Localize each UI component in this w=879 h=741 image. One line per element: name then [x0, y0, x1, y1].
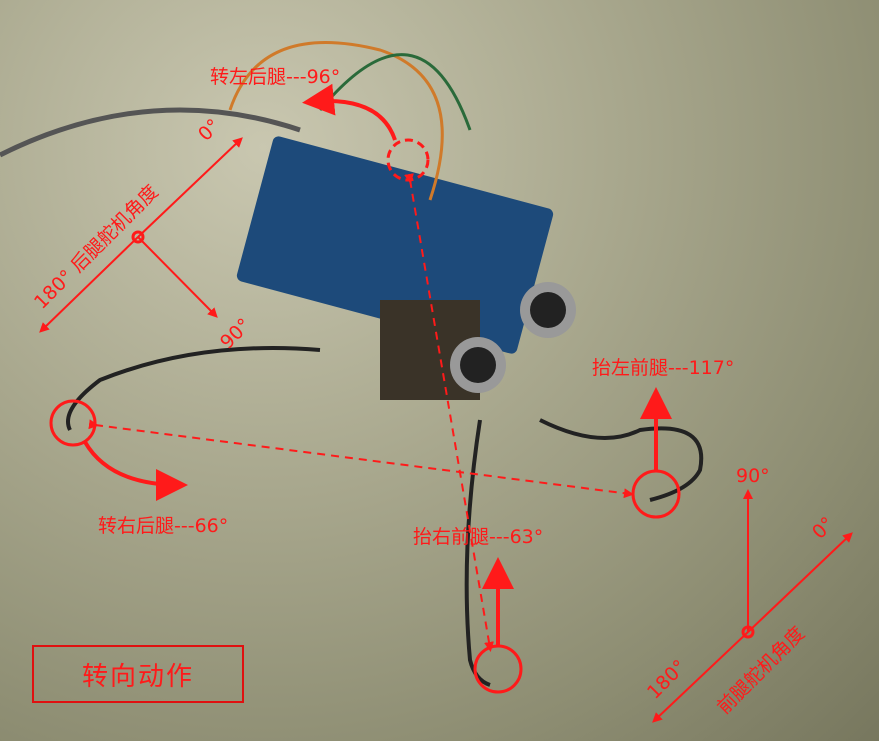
title-box: 转向动作	[32, 645, 244, 703]
front-servo-angle-label: 前腿舵机角度	[713, 622, 809, 718]
turn-right-rear-label: 转右后腿---66°	[98, 515, 228, 537]
turn-left-rear-label: 转左后腿---96°	[210, 66, 340, 88]
lift-right-front-label: 抬右前腿---63°	[413, 526, 543, 548]
front-0-label: 0°	[808, 513, 839, 544]
front-servo-axis	[652, 489, 853, 723]
right-front-foot-marker	[473, 644, 523, 694]
lift-left-front-label: 抬左前腿---117°	[592, 357, 734, 379]
front-90-label: 90°	[736, 465, 770, 487]
rear-servo-axis	[39, 137, 243, 333]
front-180-label: 180°	[643, 656, 691, 704]
rear-0-label: 0°	[194, 115, 225, 146]
turn-right-rear-arrow	[83, 440, 188, 501]
turn-left-rear-arrow	[302, 83, 397, 141]
diagonal-dashed-line-2	[404, 173, 494, 652]
rear-servo-angle-label: 180° 后腿舵机角度	[30, 181, 163, 314]
diagonal-dashed-line	[88, 419, 634, 499]
